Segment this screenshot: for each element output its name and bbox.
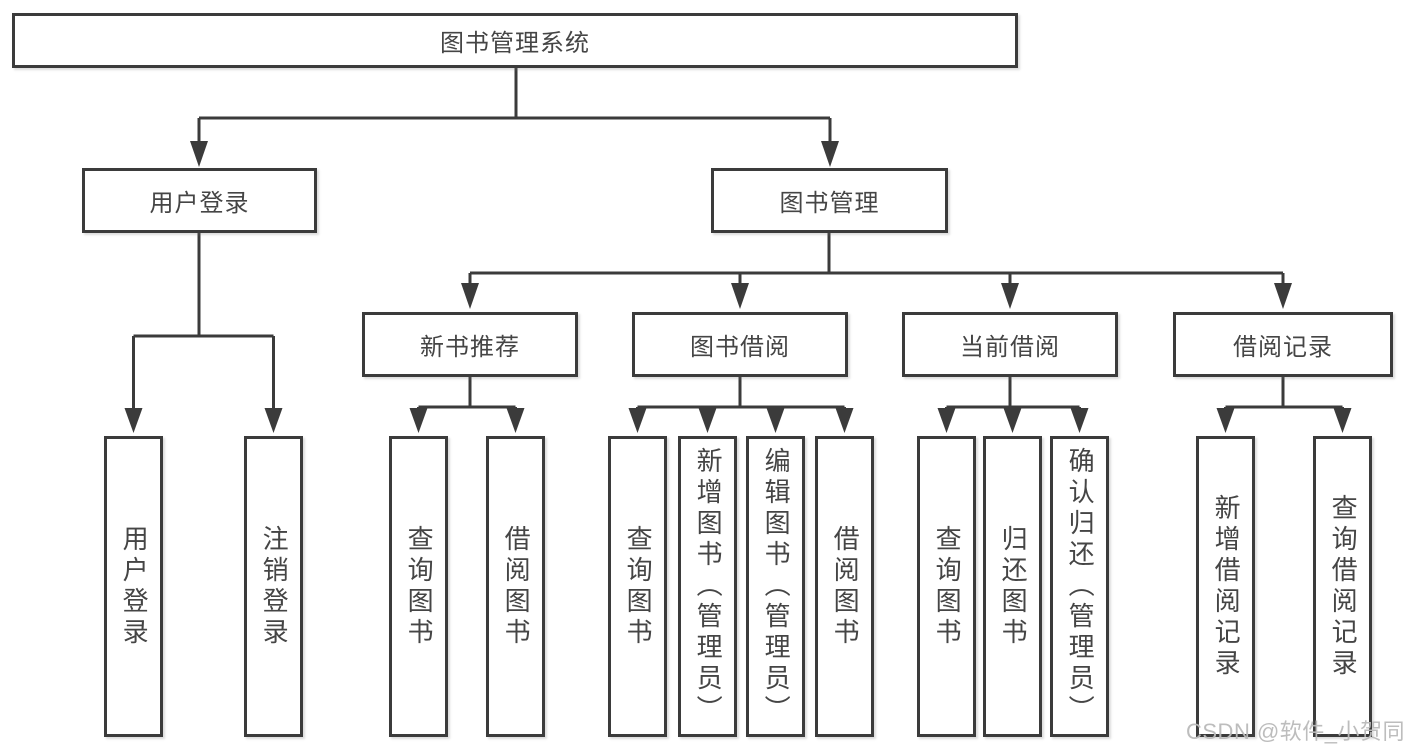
arrow-down-icon [409,408,428,433]
connector-bookborrow-branch [636,377,846,411]
arrow-down-icon [835,408,854,433]
leaf-add-books-admin: 新增图书（管理员） [678,436,737,737]
arrow-down-icon [731,283,749,309]
arrow-down-icon [628,408,647,433]
arrow-down-icon [821,141,839,167]
node-library-management-system: 图书管理系统 [12,13,1018,68]
connector-userlogin-branch [132,233,275,411]
leaf-add-borrow-record: 新增借阅记录 [1196,436,1255,737]
leaf-query-borrow-record: 查询借阅记录 [1313,436,1372,737]
arrow-down-icon [766,408,785,433]
arrow-down-icon [190,141,208,167]
leaf-query-books-borrow: 查询图书 [608,436,667,737]
arrow-down-icon [506,408,525,433]
arrow-down-icon [937,408,956,433]
leaf-edit-books-admin: 编辑图书（管理员） [746,436,805,737]
leaf-user-login: 用户登录 [104,436,163,737]
connector-newbook-branch [417,377,517,411]
arrow-down-icon [461,283,479,309]
leaf-query-books-recommend: 查询图书 [389,436,448,737]
leaf-borrow-books: 借阅图书 [815,436,874,737]
arrow-down-icon [698,408,717,433]
arrow-down-icon [124,408,143,433]
arrow-down-icon [1216,408,1235,433]
node-book-management: 图书管理 [711,168,948,233]
node-book-borrow: 图书借阅 [632,312,848,377]
arrow-down-icon [1003,408,1022,433]
node-current-borrow: 当前借阅 [902,312,1118,377]
connector-borrowrecords-branch [1224,377,1344,411]
node-user-login: 用户登录 [82,168,317,233]
leaf-return-books: 归还图书 [983,436,1042,737]
arrow-down-icon [1333,408,1352,433]
leaf-query-books-current: 查询图书 [917,436,976,737]
arrow-down-icon [1001,283,1019,309]
arrow-down-icon [1274,283,1292,309]
node-borrow-records: 借阅记录 [1173,312,1393,377]
leaf-logout: 注销登录 [244,436,303,737]
connector-bookmgmt-to-l3 [468,233,1285,287]
arrow-down-icon [1070,408,1089,433]
csdn-watermark: CSDN @软件_小贺同学 [1186,719,1405,744]
arrow-down-icon [264,408,283,433]
node-new-book-recommend: 新书推荐 [362,312,578,377]
leaf-borrow-books-recommend: 借阅图书 [486,436,545,737]
connector-root-to-l2 [197,67,832,144]
connector-currentborrow-branch [945,377,1081,411]
leaf-confirm-return-admin: 确认归还（管理员） [1050,436,1109,737]
